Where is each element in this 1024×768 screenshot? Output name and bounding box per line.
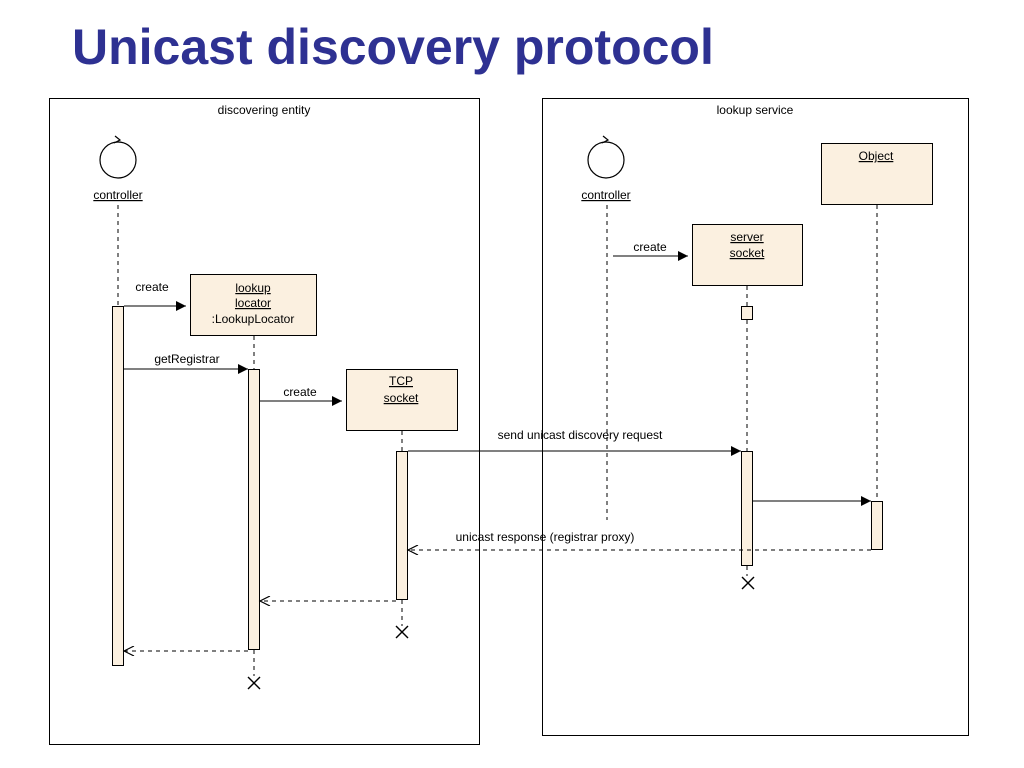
message-unicast-response: unicast response (registrar proxy) bbox=[408, 530, 871, 550]
right-controller: controller bbox=[581, 135, 631, 520]
message-label: create bbox=[135, 280, 169, 294]
controller-icon bbox=[99, 141, 137, 179]
tcp-socket-object: TCP socket bbox=[346, 369, 458, 639]
frame-label-lookup-service: lookup service bbox=[717, 103, 794, 117]
message-label: create bbox=[283, 385, 317, 399]
server-socket-small-activation bbox=[741, 306, 753, 320]
tcp-socket-destroy-icon bbox=[395, 625, 409, 639]
message-label: create bbox=[633, 240, 667, 254]
message-label: getRegistrar bbox=[154, 352, 219, 366]
left-controller: controller bbox=[93, 135, 143, 666]
lookup-locator-line2: locator bbox=[235, 296, 271, 310]
message-create-server-socket: create bbox=[613, 240, 688, 261]
message-create-tcp-socket: create bbox=[260, 385, 342, 406]
server-socket-activation bbox=[741, 451, 753, 566]
server-socket-line1: server bbox=[730, 230, 763, 244]
frame-lookup-service: lookup service bbox=[542, 98, 969, 736]
message-label: unicast response (registrar proxy) bbox=[456, 530, 635, 544]
slide-title: Unicast discovery protocol bbox=[72, 19, 714, 75]
left-controller-activation bbox=[112, 306, 124, 666]
message-get-registrar: getRegistrar bbox=[124, 352, 248, 374]
object-label: Object bbox=[859, 149, 894, 163]
server-socket-object: server socket bbox=[692, 224, 803, 590]
server-socket-destroy-icon bbox=[741, 576, 755, 590]
lookup-locator-line3: :LookupLocator bbox=[212, 312, 295, 326]
lookup-locator-line1: lookup bbox=[235, 281, 271, 295]
object-activation bbox=[871, 501, 883, 550]
frame-label-discovering-entity: discovering entity bbox=[218, 103, 311, 117]
message-create-lookup-locator: create bbox=[124, 280, 186, 311]
object-object: Object bbox=[821, 143, 933, 550]
frame-discovering-entity: discovering entity bbox=[49, 98, 480, 745]
lookup-locator-activation bbox=[248, 369, 260, 650]
lookup-locator-destroy-icon bbox=[247, 676, 261, 690]
tcp-socket-line2: socket bbox=[384, 391, 419, 405]
server-socket-line2: socket bbox=[730, 246, 765, 260]
message-label: send unicast discovery request bbox=[498, 428, 663, 442]
controller-icon bbox=[587, 141, 625, 179]
tcp-socket-line1: TCP bbox=[389, 374, 413, 388]
right-controller-label: controller bbox=[581, 188, 630, 202]
tcp-socket-activation bbox=[396, 451, 408, 600]
left-controller-label: controller bbox=[93, 188, 142, 202]
message-send-unicast-discovery-request: send unicast discovery request bbox=[408, 428, 741, 456]
lookup-locator-object: lookup locator :LookupLocator bbox=[190, 274, 317, 690]
